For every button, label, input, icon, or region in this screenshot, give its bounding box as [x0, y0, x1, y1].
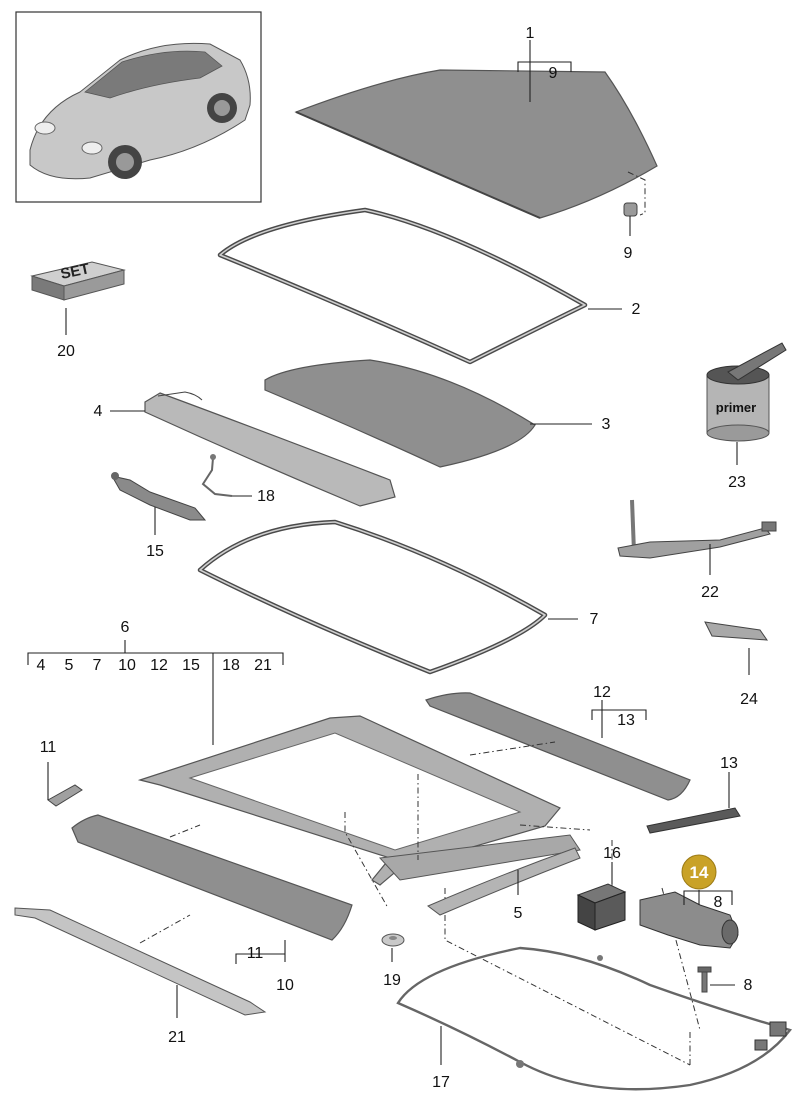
- callout-6-sub-3: 7: [93, 657, 102, 674]
- part-9-clip: [623, 202, 638, 236]
- callout-1-sub: 9: [549, 65, 558, 82]
- callout-12: 12: [593, 684, 611, 701]
- callout-14: 14: [690, 863, 709, 882]
- part-12-panel: [425, 692, 691, 801]
- callout-4: 4: [94, 403, 103, 420]
- part-15-drain-assembly: [111, 472, 207, 521]
- callout-21: 21: [168, 1029, 186, 1046]
- part-18-cable: [201, 454, 233, 497]
- part-8-screw: [697, 966, 712, 993]
- callout-5: 5: [514, 905, 523, 922]
- callout-6-sub-2: 5: [65, 657, 74, 674]
- part-20-set-box: SET: [30, 260, 126, 301]
- callout-6: 6: [121, 619, 130, 636]
- part-22-cable-rod: [617, 499, 777, 559]
- part-1-roof-panel: [294, 69, 658, 219]
- part-4-front-cross-member: [144, 391, 396, 507]
- part-19-grommet: [381, 933, 405, 947]
- callout-2: 2: [632, 301, 641, 318]
- callout-17: 17: [432, 1074, 450, 1091]
- part-3-headliner-panel: [264, 359, 536, 468]
- callout-10: 10: [276, 977, 294, 994]
- callout-6-sub-4: 10: [118, 657, 136, 674]
- part-14-drive-motor: [639, 891, 739, 949]
- car-thumbnail: [15, 11, 262, 203]
- part-23-primer-can: primer: [706, 342, 787, 442]
- callout-6-sub-7: 18: [222, 657, 240, 674]
- main-frame: [137, 715, 581, 886]
- callout-22: 22: [701, 584, 719, 601]
- callout-18: 18: [257, 488, 275, 505]
- primer-label: primer: [716, 400, 756, 415]
- callout-6-sub-5: 12: [150, 657, 168, 674]
- callout-10-sub: 11: [247, 945, 264, 962]
- set-box-label: SET: [59, 260, 91, 283]
- part-10-sunshade: [71, 814, 353, 941]
- part-17-wiring-harness: [396, 946, 793, 1091]
- callout-12-sub: 13: [617, 712, 635, 729]
- part-21-rear-rail: [14, 907, 267, 1016]
- part-11-bracket: [47, 784, 83, 807]
- callout-24: 24: [740, 691, 758, 708]
- part-24-tube: [704, 621, 769, 641]
- callout-6-sub-1: 4: [37, 657, 46, 674]
- callout-16: 16: [603, 845, 621, 862]
- callout-3: 3: [602, 416, 611, 433]
- callout-7: 7: [590, 611, 599, 628]
- callout-1: 1: [526, 25, 535, 42]
- callout-11: 11: [40, 739, 57, 756]
- callout-6-sub-6: 15: [182, 657, 200, 674]
- part-13-deflector-strip: [646, 807, 741, 834]
- callout-20: 20: [57, 343, 75, 360]
- part-5-rail: [427, 847, 581, 916]
- callout-14-sub: 8: [714, 894, 723, 911]
- callout-13: 13: [720, 755, 738, 772]
- callout-19: 19: [383, 972, 401, 989]
- callout-6-sub-8: 21: [254, 657, 272, 674]
- part-2-seal: [217, 207, 588, 365]
- callout-15: 15: [146, 543, 164, 560]
- callout-14-badge: [681, 854, 717, 890]
- callout-9: 9: [624, 245, 633, 262]
- part-16-control-unit: [576, 883, 627, 931]
- callout-23: 23: [728, 474, 746, 491]
- part-7-seal: [197, 519, 548, 675]
- callout-8: 8: [744, 977, 753, 994]
